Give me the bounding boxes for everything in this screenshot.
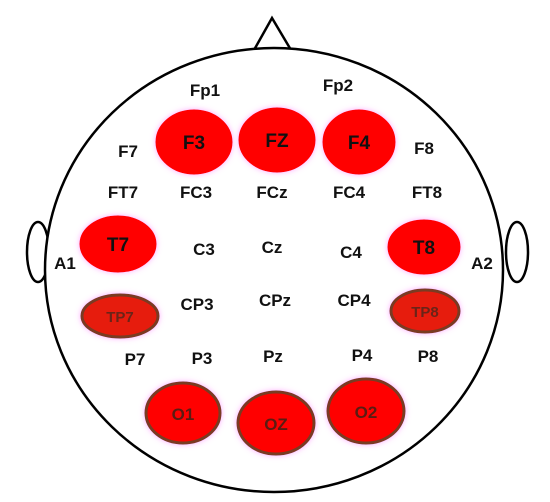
nose-shape	[251, 15, 294, 52]
electrode-f7-label: F7	[118, 142, 138, 161]
electrode-f4-label: F4	[348, 133, 371, 154]
electrode-o2-disc	[326, 377, 406, 445]
electrode-o1-disc	[144, 381, 222, 445]
electrode-fc3-label: FC3	[180, 183, 212, 202]
electrode-a2-label: A2	[471, 254, 493, 273]
electrode-fc4-label: FC4	[333, 183, 366, 202]
electrode-ft7-label: FT7	[108, 183, 138, 202]
electrode-cp4-label: CP4	[337, 291, 371, 310]
electrode-fz-disc	[238, 107, 316, 173]
electrode-pz-label: Pz	[263, 347, 283, 366]
electrode-fz-label: FZ	[265, 131, 289, 152]
electrode-t7-label: T7	[107, 235, 129, 256]
electrode-tp8-label: TP8	[411, 304, 439, 321]
electrode-fcz-label: FCz	[256, 183, 287, 202]
electrode-p7-label: P7	[125, 350, 146, 369]
electrode-fp1-label: Fp1	[190, 81, 220, 100]
electrode-oz-disc	[236, 390, 316, 456]
electrode-p8-label: P8	[418, 347, 439, 366]
electrode-oz-label: OZ	[264, 415, 288, 434]
electrode-o2-label: O2	[355, 403, 378, 422]
electrode-ft8-label: FT8	[412, 183, 442, 202]
electrode-a1-label: A1	[54, 254, 76, 273]
electrode-tp7-disc	[80, 293, 160, 339]
electrode-cp3-label: CP3	[180, 295, 213, 314]
electrode-tp8-disc	[389, 288, 461, 334]
electrode-f8-label: F8	[414, 139, 434, 158]
electrode-p4-label: P4	[352, 346, 373, 365]
electrode-p3-label: P3	[192, 349, 213, 368]
electrode-t8-disc	[387, 219, 461, 275]
electrode-fp2-label: Fp2	[323, 76, 353, 95]
electrode-cz-label: Cz	[262, 238, 283, 257]
electrode-c4-label: C4	[340, 243, 362, 262]
electrode-f3-disc	[155, 109, 233, 175]
electrode-f3-label: F3	[183, 133, 205, 154]
electrode-cpz-label: CPz	[259, 291, 291, 310]
right-ear-shape	[504, 220, 530, 284]
electrode-o1-label: O1	[172, 405, 195, 424]
electrode-f4-disc	[322, 109, 396, 175]
electrode-c3-label: C3	[193, 240, 215, 259]
electrode-t7-disc	[79, 215, 157, 273]
electrode-tp7-label: TP7	[106, 309, 134, 326]
electrode-t8-label: T8	[413, 238, 435, 259]
